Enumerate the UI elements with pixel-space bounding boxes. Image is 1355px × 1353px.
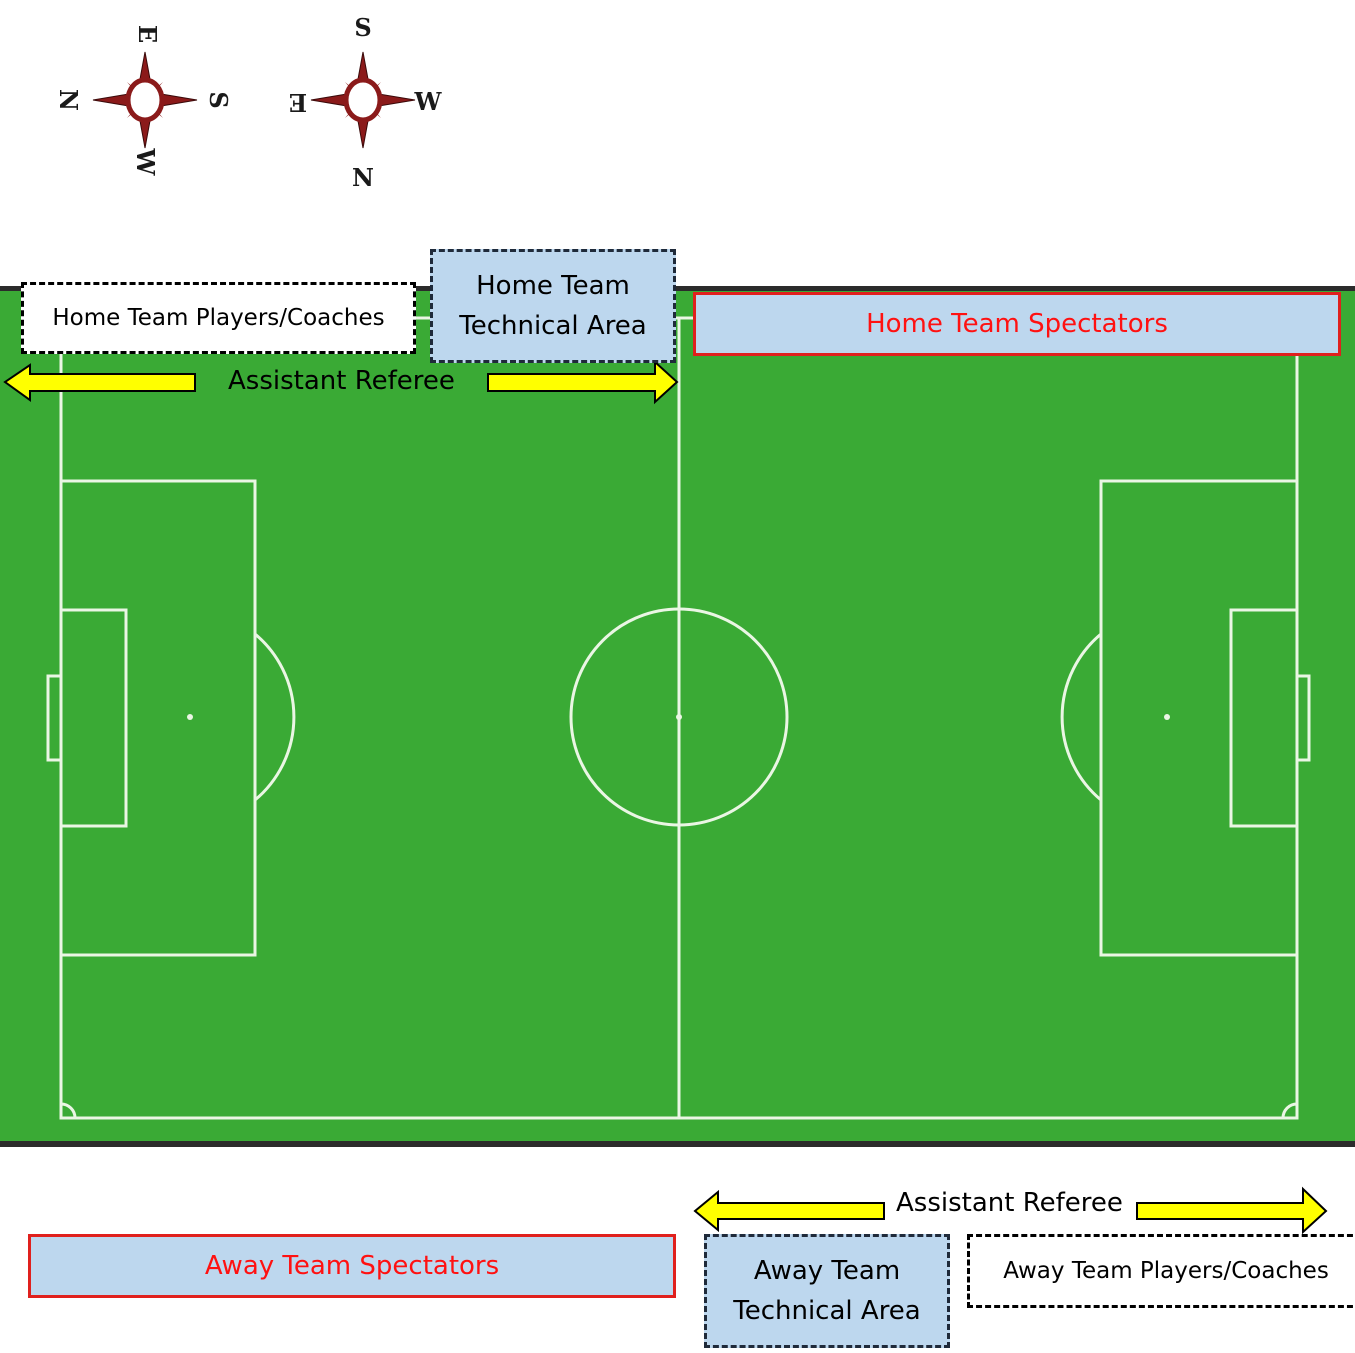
away-team-players-coaches-area: Away Team Players/Coaches	[967, 1234, 1355, 1308]
home-technical-area-line2: Technical Area	[459, 311, 647, 341]
away-team-players-coaches-label: Away Team Players/Coaches	[1003, 1258, 1329, 1284]
away-team-spectators-area: Away Team Spectators	[28, 1234, 676, 1298]
away-technical-area-line1: Away Team	[753, 1256, 901, 1286]
home-team-spectators-area: Home Team Spectators	[693, 292, 1341, 356]
compass-rose-right: S E W N	[289, 13, 443, 192]
right-penalty-spot	[1164, 714, 1170, 720]
compass-right-right-letter: W	[414, 87, 443, 116]
compass-left-right-letter: S	[204, 91, 233, 108]
pitch-bottom-border	[0, 1141, 1355, 1147]
compass-rose-left-letters: E N S W	[54, 25, 233, 177]
compass-right-left-letter: E	[289, 88, 307, 117]
away-team-technical-area: Away Team Technical Area	[704, 1234, 950, 1348]
compass-left-top-letter: E	[133, 25, 162, 43]
home-team-players-coaches-area: Home Team Players/Coaches	[21, 282, 416, 354]
compass-right-bottom-letter: N	[352, 163, 374, 192]
away-technical-area-line2: Technical Area	[733, 1296, 921, 1326]
compass-rose-left	[92, 51, 198, 149]
home-team-spectators-label: Home Team Spectators	[866, 309, 1168, 339]
home-team-players-coaches-label: Home Team Players/Coaches	[52, 305, 385, 331]
corner-arc-bottom-right	[1281, 1102, 1298, 1119]
right-penalty-arc	[1060, 632, 1102, 802]
left-penalty-spot	[187, 714, 193, 720]
assistant-referee-bottom-right-arrow	[1136, 1186, 1328, 1235]
assistant-referee-top-right-arrow	[487, 359, 679, 405]
left-goal	[46, 674, 63, 762]
away-team-spectators-label: Away Team Spectators	[204, 1251, 500, 1281]
assistant-referee-top-label: Assistant Referee	[228, 366, 455, 396]
pitch-top-border	[0, 286, 1355, 291]
assistant-referee-bottom-left-arrow	[693, 1189, 885, 1233]
compass-left-left-letter: N	[54, 89, 83, 111]
compass-right-top-letter: S	[354, 13, 371, 42]
assistant-referee-top-left-arrow	[3, 363, 196, 402]
center-circle	[569, 607, 789, 827]
compass-left-bottom-letter: W	[131, 148, 160, 177]
corner-arc-bottom-left	[60, 1102, 77, 1119]
right-goal	[1295, 674, 1311, 762]
home-technical-area-line1: Home Team	[476, 271, 630, 301]
assistant-referee-bottom-label: Assistant Referee	[888, 1188, 1131, 1218]
home-team-technical-area: Home Team Technical Area	[430, 249, 676, 363]
left-penalty-arc	[254, 632, 296, 802]
center-spot	[676, 714, 682, 720]
